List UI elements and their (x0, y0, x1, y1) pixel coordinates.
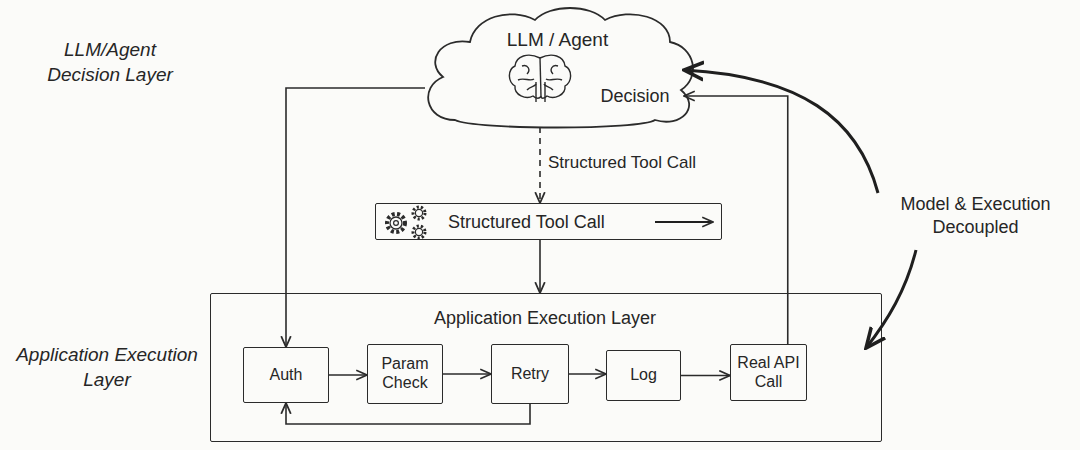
arrow-symbol (655, 221, 713, 223)
gear-body (415, 209, 422, 216)
connector (539, 127, 541, 203)
connector (286, 88, 425, 347)
gear-body (415, 228, 422, 235)
node-title: Application Execution Layer (211, 308, 879, 329)
gear-hub (394, 221, 399, 226)
gears-icon (387, 207, 425, 238)
gear-body (390, 217, 402, 229)
gear-teeth (413, 226, 425, 238)
tool-call-box: Structured Tool Call (375, 203, 722, 240)
process-box: Real API Call (730, 344, 807, 401)
leader-arrow (866, 250, 916, 348)
connector (684, 96, 788, 344)
edge-group (286, 88, 788, 424)
leader-arrow (684, 70, 878, 193)
agent-cloud: LLM / AgentDecision (415, 2, 700, 130)
edge-label: Structured Tool Call (548, 153, 696, 173)
node-title: Param Check (370, 355, 440, 393)
layer-label: LLM/Agent Decision Layer (25, 38, 195, 87)
process-box: Log (606, 350, 681, 401)
cloud-outline (428, 8, 693, 128)
node-title: Auth (270, 366, 303, 385)
layer-box: Application Execution LayerAuth Param Che… (210, 293, 882, 442)
process-box: Retry (491, 344, 569, 404)
node-title: Real API Call (733, 354, 804, 392)
node-title: Structured Tool Call (448, 212, 668, 233)
node-title: Retry (511, 365, 549, 384)
cloud-shape (415, 2, 700, 130)
connector (539, 240, 541, 293)
connector (443, 373, 491, 375)
connector (286, 403, 530, 424)
gear-teeth (413, 207, 425, 219)
process-box: Param Check (367, 344, 443, 404)
connector (681, 375, 730, 377)
node-text: Decision (585, 86, 685, 107)
note-label: Model & Execution Decoupled (878, 193, 1073, 240)
connector (329, 374, 367, 376)
gear-teeth (387, 214, 405, 232)
connector (569, 373, 606, 375)
node-title: LLM / Agent (415, 29, 700, 51)
layer-label: Application Execution Layer (12, 343, 202, 392)
node-title: Log (630, 366, 657, 385)
process-box: Auth (243, 347, 329, 403)
